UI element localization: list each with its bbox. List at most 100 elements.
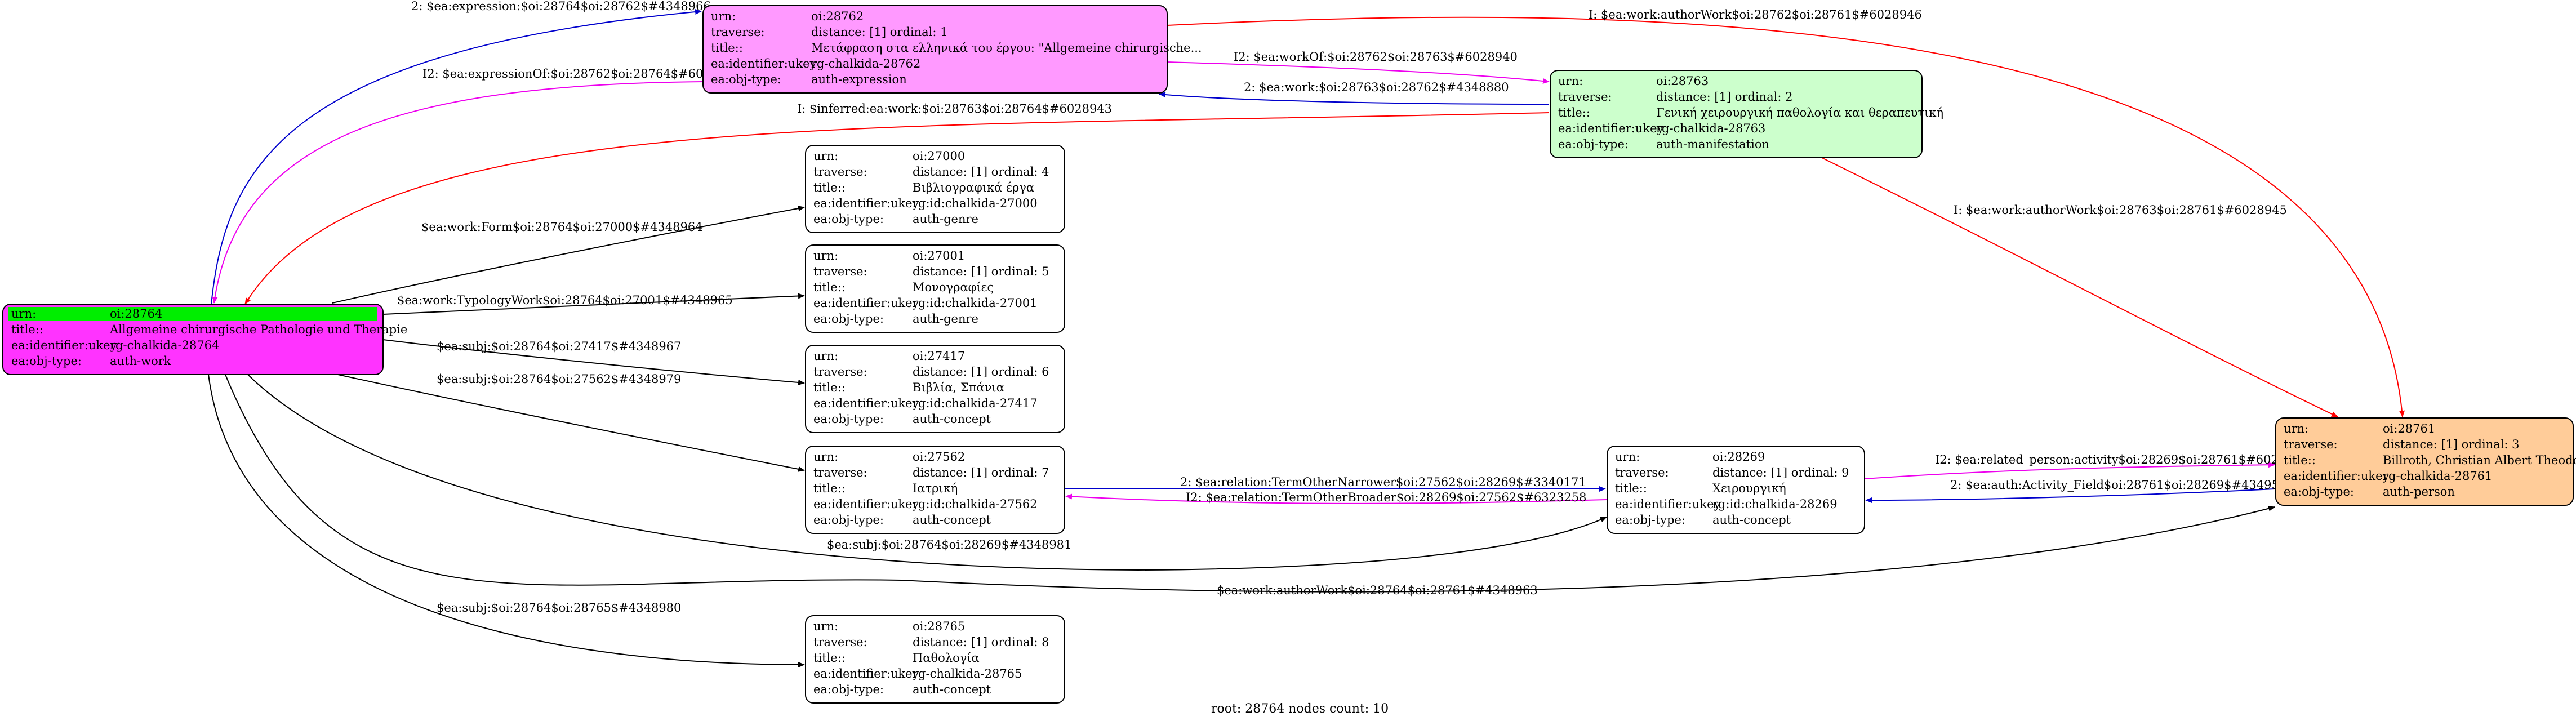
node-value: distance: [1] ordinal: 9 [1712, 466, 1849, 479]
node-key: ea:obj-type: [11, 354, 82, 368]
node-key: ea:identifier:ukey [711, 57, 817, 70]
node-key: urn: [1558, 74, 1583, 88]
node-key: ea:identifier:ukey [813, 667, 919, 680]
node-value: auth-genre [913, 212, 978, 226]
node-key: title:: [1558, 106, 1590, 119]
node-28763[interactable]: urn: oi:28763 traverse: distance: [1] or… [1550, 70, 1943, 158]
node-key: urn: [813, 149, 838, 163]
edge-subj-28269[interactable]: $ea:subj:$oi:28764$oi:28269$#4348981 [247, 374, 1607, 571]
node-key: title:: [1615, 482, 1647, 495]
node-key: ea:identifier:ukey [813, 197, 919, 210]
node-key: urn: [813, 620, 838, 633]
node-key: ea:obj-type: [813, 412, 884, 426]
node-key: title:: [813, 181, 846, 194]
edge-label: $ea:work:TypologyWork$oi:28764$oi:27001$… [397, 293, 733, 307]
node-key: ea:identifier:ukey [813, 296, 919, 310]
node-value: auth-concept [1712, 513, 1791, 527]
node-27001[interactable]: urn: oi:27001 traverse: distance: [1] or… [805, 244, 1065, 333]
edge-subj-28765[interactable]: $ea:subj:$oi:28764$oi:28765$#4348980 [208, 374, 805, 667]
edge-subj-27417[interactable]: $ea:subj:$oi:28764$oi:27417$#4348967 [382, 339, 805, 386]
node-value: distance: [1] ordinal: 1 [811, 25, 948, 39]
edge-work-typology[interactable]: $ea:work:TypologyWork$oi:28764$oi:27001$… [382, 293, 805, 315]
node-value: Βιβλία, Σπάνια [913, 381, 1004, 394]
edge-term-narrower[interactable]: 2: $ea:relation:TermOtherNarrower$oi:275… [1065, 475, 1606, 492]
node-value: auth-person [2383, 485, 2455, 499]
node-27000[interactable]: urn: oi:27000 traverse: distance: [1] or… [805, 145, 1065, 233]
node-key: traverse: [813, 365, 867, 379]
node-27562[interactable]: urn: oi:27562 traverse: distance: [1] or… [805, 446, 1065, 534]
node-value: oi:27001 [913, 249, 965, 262]
node-key: traverse: [1615, 466, 1669, 479]
node-value: oi:28763 [1656, 74, 1709, 88]
node-value: oi:27562 [913, 450, 965, 464]
graph-footer: root: 28764 nodes count: 10 [1211, 702, 1389, 716]
node-value: Παθολογία [913, 651, 980, 665]
node-key: ea:obj-type: [813, 513, 884, 527]
node-key: ea:obj-type: [2284, 485, 2354, 499]
node-value: distance: [1] ordinal: 6 [913, 365, 1049, 379]
node-value: auth-concept [913, 683, 991, 696]
edge-label: 2: $ea:work:$oi:28763$oi:28762$#4348880 [1244, 81, 1509, 94]
edge-work-of[interactable]: I2: $ea:workOf:$oi:28762$oi:28763$#60289… [1167, 50, 1550, 84]
node-key: traverse: [813, 635, 867, 649]
edge-work-form[interactable]: $ea:work:Form$oi:28764$oi:27000$#4348964 [332, 206, 805, 304]
node-27417[interactable]: urn: oi:27417 traverse: distance: [1] or… [805, 345, 1065, 433]
node-key: title:: [813, 651, 846, 665]
node-28761[interactable]: urn: oi:28761 traverse: distance: [1] or… [2275, 417, 2576, 506]
node-key: urn: [813, 349, 838, 363]
node-key: urn: [1615, 450, 1640, 464]
node-28269[interactable]: urn: oi:28269 traverse: distance: [1] or… [1607, 446, 1865, 534]
edges: 2: $ea:expression:$oi:28764$oi:28762$#43… [208, 0, 2405, 667]
node-value: Βιβλιογραφικά έργα [913, 181, 1034, 194]
node-key: ea:obj-type: [711, 73, 781, 86]
node-value: oi:28269 [1712, 450, 1765, 464]
edge-activity-field[interactable]: 2: $ea:auth:Activity_Field$oi:28761$oi:2… [1865, 478, 2294, 503]
edge-author-work-28764[interactable]: $ea:work:authorWork$oi:28764$oi:28761$#4… [225, 374, 2275, 597]
edge-subj-27562[interactable]: $ea:subj:$oi:28764$oi:27562$#4348979 [337, 372, 805, 472]
nodes: urn: oi:28764 title:: Allgemeine chirurg… [2, 5, 2576, 704]
edge-expression-of[interactable]: I2: $ea:expressionOf:$oi:28762$oi:28764$… [212, 67, 741, 304]
edge-related-person-activity[interactable]: I2: $ea:related_person:activity$oi:28269… [1864, 453, 2308, 479]
node-value: oi:28764 [110, 307, 162, 321]
edge-label: I2: $ea:relation:TermOtherBroader$oi:282… [1186, 491, 1587, 504]
node-value: rg-chalkida-28762 [811, 57, 920, 70]
node-value: distance: [1] ordinal: 5 [913, 265, 1049, 278]
node-28765[interactable]: urn: oi:28765 traverse: distance: [1] or… [805, 615, 1065, 704]
node-value: Μονογραφίες [913, 281, 994, 294]
node-value: rg:id:chalkida-27562 [913, 497, 1038, 511]
node-value: rg-chalkida-28763 [1656, 122, 1765, 135]
node-key: ea:identifier:ukey [813, 397, 919, 410]
node-value: rg:id:chalkida-27000 [913, 197, 1038, 210]
edge-author-work-28762[interactable]: I: $ea:work:authorWork$oi:28762$oi:28761… [1167, 8, 2405, 417]
edge-label: I2: $ea:workOf:$oi:28762$oi:28763$#60289… [1234, 50, 1518, 64]
node-key: ea:obj-type: [813, 683, 884, 696]
node-key: ea:identifier:ukey [11, 339, 117, 352]
node-28762[interactable]: urn: oi:28762 traverse: distance: [1] or… [702, 5, 1202, 94]
node-value: rg:id:chalkida-28269 [1712, 497, 1838, 511]
edge-author-work-28763[interactable]: I: $ea:work:authorWork$oi:28763$oi:28761… [1819, 156, 2338, 417]
node-value: Χειρουργική [1712, 482, 1786, 495]
node-value: auth-manifestation [1656, 137, 1769, 151]
node-key: ea:identifier:ukey [1615, 497, 1721, 511]
node-key: ea:identifier:ukey [2284, 469, 2390, 483]
edge-term-broader[interactable]: I2: $ea:relation:TermOtherBroader$oi:282… [1065, 491, 1607, 504]
node-28764-root[interactable]: urn: oi:28764 title:: Allgemeine chirurg… [2, 304, 407, 375]
node-value: rg:id:chalkida-27417 [913, 397, 1038, 410]
node-key: title:: [813, 482, 846, 495]
node-value: distance: [1] ordinal: 2 [1656, 90, 1793, 104]
node-value: oi:28761 [2383, 422, 2435, 435]
edge-label: $ea:subj:$oi:28764$oi:27417$#4348967 [437, 340, 681, 353]
node-value: distance: [1] ordinal: 7 [913, 466, 1049, 479]
node-value: oi:28765 [913, 620, 965, 633]
node-key: urn: [11, 307, 36, 321]
node-value: rg-chalkida-28764 [110, 339, 219, 352]
edge-inferred-work[interactable]: I: $inferred:ea:work:$oi:28763$oi:28764$… [244, 102, 1550, 305]
node-key: traverse: [2284, 438, 2338, 451]
edge-label: $ea:work:Form$oi:28764$oi:27000$#4348964 [421, 220, 703, 234]
node-value: oi:27000 [913, 149, 965, 163]
edge-expression[interactable]: 2: $ea:expression:$oi:28764$oi:28762$#43… [211, 0, 711, 305]
node-key: traverse: [813, 165, 867, 179]
node-value: rg:id:chalkida-27001 [913, 296, 1038, 310]
node-key: ea:obj-type: [1558, 137, 1629, 151]
edge-work[interactable]: 2: $ea:work:$oi:28763$oi:28762$#4348880 [1159, 81, 1550, 105]
